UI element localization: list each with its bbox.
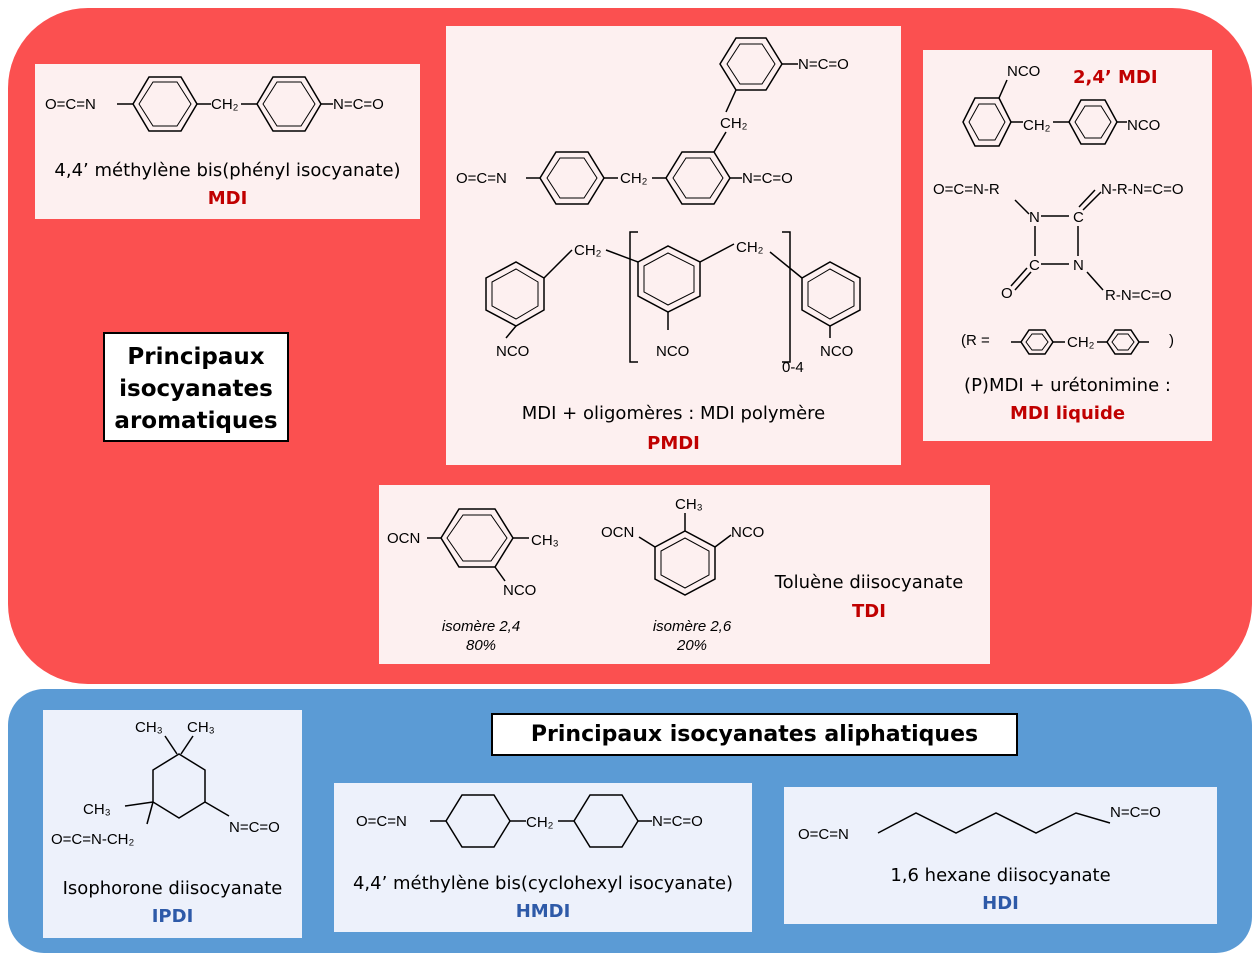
mdi-24-label: 2,4’ MDI [1073, 67, 1158, 88]
nco-hdi-right-label: N=C=O [1110, 804, 1161, 821]
mdi-card: O=C=N CH₂ N=C=O 4,4’ méthylène bis(phény… [35, 64, 420, 219]
isomer-24: isomère 2,4 80% [431, 617, 531, 655]
nco-top-label: N=C=O [798, 56, 849, 73]
pmdi-name: MDI + oligomères : MDI polymère [521, 403, 826, 424]
ch2-mid-label: CH₂ [620, 170, 648, 187]
aliphatic-title: Principaux isocyanates aliphatiques [491, 713, 1018, 756]
hdi-name: 1,6 hexane diisocyanate [890, 865, 1111, 886]
isomer-26: isomère 2,6 20% [642, 617, 742, 655]
ocn-24-label: OCN [387, 530, 420, 547]
r-open-label: (R = [961, 332, 990, 349]
ch2-hmdi-label: CH₂ [526, 814, 554, 831]
c2-label: C [1029, 257, 1040, 274]
tdi-structure: OCN CH₃ NCO OCN CH₃ NCO [387, 496, 764, 599]
ch3-24-label: CH₃ [531, 532, 559, 549]
ch2-24-label: CH₂ [1023, 117, 1051, 134]
pmdi-acronym: PMDI [647, 433, 700, 454]
ch2-olig-right-label: CH₂ [736, 239, 764, 256]
nco-hmdi-right-label: N=C=O [652, 813, 703, 830]
ch3-c-label: CH₃ [83, 801, 111, 818]
nco-olig-1-label: NCO [496, 343, 529, 360]
ipdi-name: Isophorone diisocyanate [62, 878, 283, 899]
ipdi-acronym: IPDI [151, 906, 194, 927]
ocn-ch2-label: O=C=N-CH₂ [51, 831, 135, 848]
mdi-name: 4,4’ méthylène bis(phényl isocyanate) [54, 160, 401, 181]
isomer-26-share: 20% [676, 637, 708, 654]
pmdi-structure: N=C=O CH₂ N=C=O CH₂ O=C=N CH₂ NCO CH₂ NC… [456, 37, 861, 376]
tdi-card: OCN CH₃ NCO OCN CH₃ NCO isomère 2,4 80% … [379, 485, 990, 664]
hmdi-acronym: HMDI [515, 901, 571, 922]
hdi-acronym: HDI [982, 893, 1019, 914]
nco-hdi-left-label: O=C=N [798, 826, 849, 843]
aliphatic-title-text: Principaux isocyanates aliphatiques [530, 722, 979, 747]
mdi-acronym: MDI [207, 188, 248, 209]
n2-label: N [1073, 257, 1084, 274]
liquid-mdi-acronym: MDI liquide [1009, 403, 1126, 424]
nrnco-label: N-R-N=C=O [1101, 181, 1184, 198]
nco-left-label: O=C=N [45, 96, 96, 113]
aromatic-title: Principaux isocyanates aromatiques [103, 332, 289, 442]
ch2-olig-left-label: CH₂ [574, 242, 602, 259]
tdi-name: Toluène diisocyanate [774, 572, 964, 593]
nco-24-tdi-label: NCO [503, 582, 536, 599]
r-group-structure: CH₂ [1011, 329, 1149, 355]
nco-ipdi-label: N=C=O [229, 819, 280, 836]
pmdi-card: N=C=O CH₂ N=C=O CH₂ O=C=N CH₂ NCO CH₂ NC… [446, 26, 901, 465]
hdi-card: O=C=N N=C=O 1,6 hexane diisocyanate HDI [784, 787, 1217, 924]
hdi-structure: O=C=N N=C=O [798, 804, 1161, 843]
ocnr-label: O=C=N-R [933, 181, 1000, 198]
c1-label: C [1073, 209, 1084, 226]
liquid-mdi-structure: NCO CH₂ NCO O=C=N-R N C N-R-N=C=O C N O … [933, 63, 1184, 304]
hmdi-name: 4,4’ méthylène bis(cyclohexyl isocyanate… [352, 873, 734, 894]
isomer-24-label: isomère 2,4 [441, 618, 521, 635]
nco-hmdi-left-label: O=C=N [356, 813, 407, 830]
tdi-acronym: TDI [852, 601, 886, 622]
ch3-b-label: CH₃ [187, 719, 215, 736]
nco-olig-3-label: NCO [820, 343, 853, 360]
nco-26-label: NCO [731, 524, 764, 541]
ch3-26-label: CH₃ [675, 496, 703, 513]
ocn-26-label: OCN [601, 524, 634, 541]
nco-24-right-label: NCO [1127, 117, 1160, 134]
ipdi-card: CH₃ CH₃ N=C=O CH₃ O=C=N-CH₂ Isophorone d… [43, 710, 302, 938]
ch2-label: CH₂ [211, 96, 239, 113]
repeat-label: 0-4 [782, 359, 804, 376]
ch3-a-label: CH₃ [135, 719, 163, 736]
isomer-24-share: 80% [465, 637, 497, 654]
n1-label: N [1029, 209, 1040, 226]
r-close-label: ) [1169, 332, 1174, 349]
isomer-26-label: isomère 2,6 [652, 618, 732, 635]
o-label: O [1001, 285, 1013, 302]
nco-24-label: NCO [1007, 63, 1040, 80]
aromatic-title-text: Principaux isocyanates aromatiques [114, 344, 278, 434]
hmdi-card: O=C=N CH₂ N=C=O 4,4’ méthylène bis(cyclo… [334, 783, 752, 932]
nco-right-label: N=C=O [333, 96, 384, 113]
ch2-upper-label: CH₂ [720, 115, 748, 132]
r-ch2-label: CH₂ [1067, 334, 1095, 351]
hmdi-structure: O=C=N CH₂ N=C=O [356, 794, 703, 848]
nco-mid-label: N=C=O [742, 170, 793, 187]
nco-olig-2-label: NCO [656, 343, 689, 360]
rnco-label: R-N=C=O [1105, 287, 1172, 304]
liquid-mdi-card: NCO CH₂ NCO O=C=N-R N C N-R-N=C=O C N O … [923, 50, 1212, 441]
nco-pmdi-left-label: O=C=N [456, 170, 507, 187]
liquid-mdi-name: (P)MDI + urétonimine : [964, 375, 1171, 396]
ipdi-structure: CH₃ CH₃ N=C=O CH₃ O=C=N-CH₂ [51, 719, 280, 848]
mdi-structure: O=C=N CH₂ N=C=O [45, 76, 384, 132]
